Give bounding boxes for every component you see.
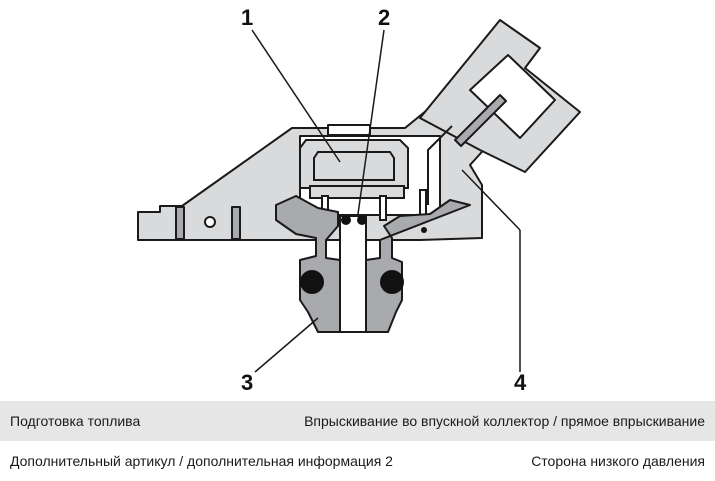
- callout-2: 2: [378, 5, 390, 30]
- leader-line-4b: [461, 169, 521, 231]
- callout-4: 4: [514, 370, 527, 395]
- small-seal-3: [421, 227, 427, 233]
- connector-socket: [469, 54, 556, 139]
- small-seal-1: [341, 215, 351, 225]
- callout-1: 1: [241, 5, 253, 30]
- mounting-hole: [204, 216, 216, 228]
- lead-wire: [427, 125, 453, 205]
- info-row-2-label: Дополнительный артикул / дополнительная …: [10, 453, 393, 469]
- o-ring-right: [380, 270, 404, 294]
- info-row-additional-info: Дополнительный артикул / дополнительная …: [0, 441, 715, 481]
- port-channel: [339, 215, 367, 333]
- contact-pin-2: [379, 195, 387, 221]
- pressure-port: [275, 195, 471, 333]
- info-row-1-label: Подготовка топлива: [10, 413, 141, 429]
- info-row-fuel-preparation: Подготовка топлива Впрыскивание во впуск…: [0, 401, 715, 441]
- sensor-chip: [313, 151, 395, 181]
- port-left: [275, 195, 341, 333]
- callout-3: 3: [241, 370, 253, 395]
- leader-line-2: [357, 29, 385, 215]
- leader-line-1: [251, 29, 341, 163]
- flange-slot: [175, 206, 185, 240]
- electrical-connector: [419, 19, 581, 205]
- o-ring-left: [300, 270, 324, 294]
- connector-pin: [454, 94, 507, 147]
- info-row-2-value: Сторона низкого давления: [531, 453, 705, 469]
- sensor-cross-section-diagram: 1 2 3 4: [137, 5, 581, 395]
- flange-slot-2: [231, 206, 241, 240]
- cover-plate: [327, 124, 371, 136]
- small-seal-2: [357, 215, 367, 225]
- leader-line-3: [254, 317, 319, 373]
- seals: [300, 215, 427, 294]
- info-row-1-value: Впрыскивание во впускной коллектор / пря…: [304, 413, 705, 429]
- leader-lines: [251, 29, 521, 373]
